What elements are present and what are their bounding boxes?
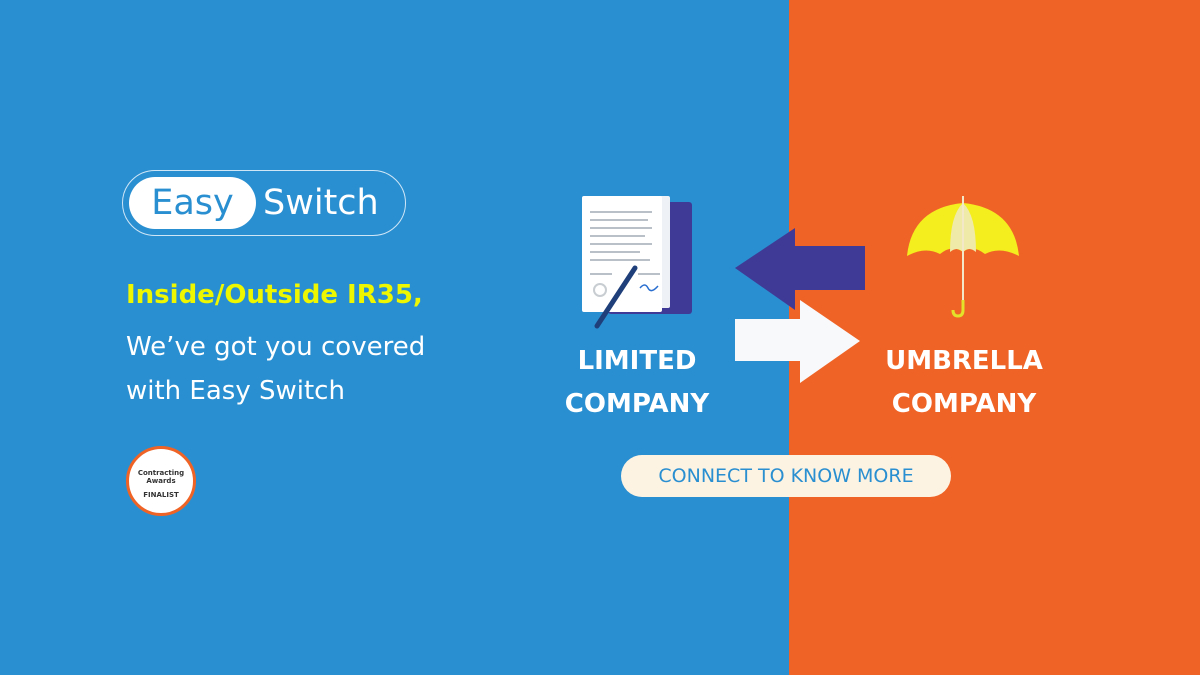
label-line: COMPANY <box>564 389 710 419</box>
easy-switch-logo: Easy Switch <box>122 170 406 236</box>
logo-easy: Easy <box>129 177 256 229</box>
umbrella-company-label: UMBRELLA COMPANY <box>870 340 1058 426</box>
awards-finalist-badge: Contracting Awards FINALIST <box>126 446 196 516</box>
headline-body: We’ve got you covered with Easy Switch <box>126 325 425 413</box>
headline-line: with Easy Switch <box>126 376 345 406</box>
label-line: LIMITED <box>577 346 697 376</box>
badge-status: FINALIST <box>143 491 179 499</box>
badge-name: Contracting Awards <box>137 469 185 485</box>
label-line: UMBRELLA <box>885 346 1043 376</box>
document-icon <box>582 196 692 329</box>
arrow-right-icon <box>735 300 860 383</box>
headline-highlight: Inside/Outside IR35, <box>126 280 423 310</box>
logo-switch: Switch <box>263 183 379 223</box>
limited-company-label: LIMITED COMPANY <box>548 340 726 426</box>
label-line: COMPANY <box>891 389 1037 419</box>
orange-panel <box>789 0 1200 675</box>
arrow-left-icon <box>735 228 865 310</box>
headline-line: We’ve got you covered <box>126 332 426 362</box>
umbrella-icon <box>907 196 1019 318</box>
blue-panel <box>0 0 789 675</box>
connect-button[interactable]: CONNECT TO KNOW MORE <box>621 455 951 497</box>
